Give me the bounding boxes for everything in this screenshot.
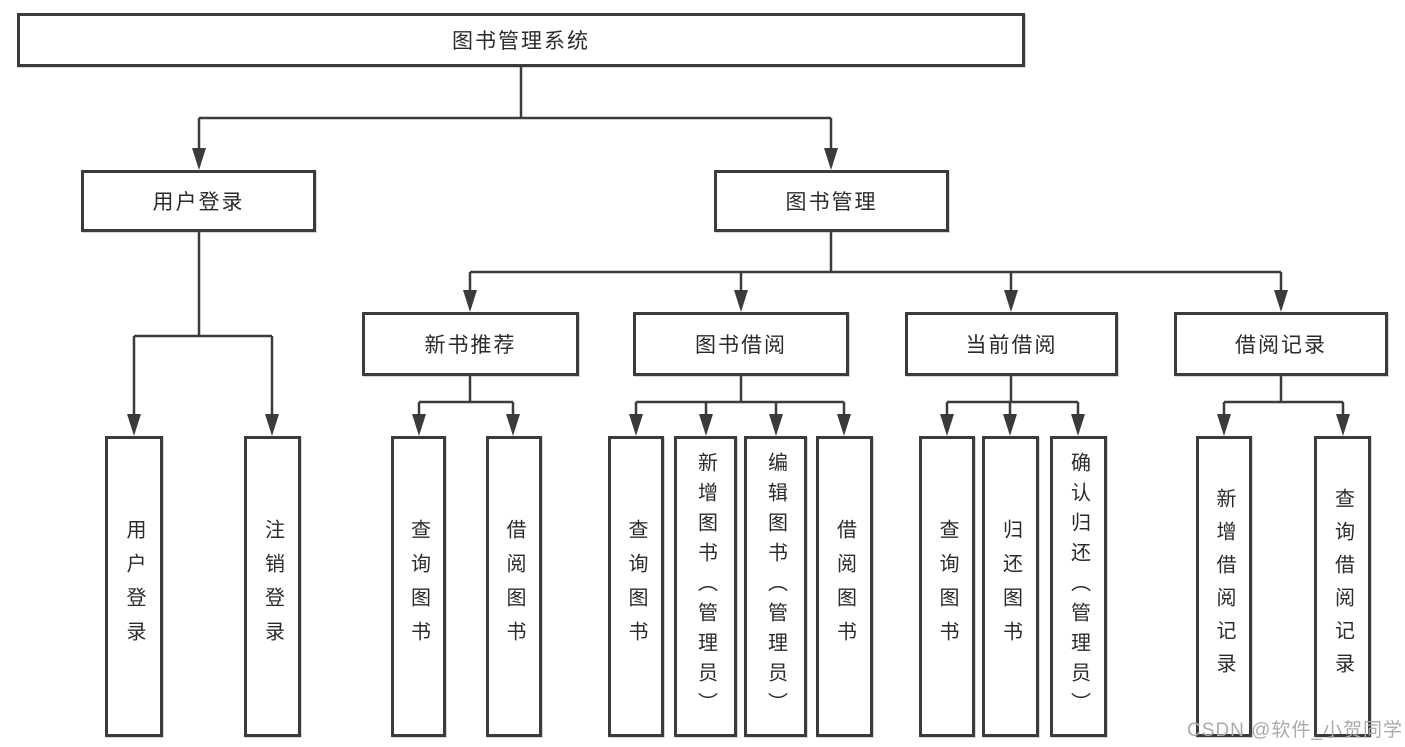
leaf-add-borrow-record: 新增借阅记录 — [1196, 436, 1252, 737]
leaf-query-borrow-record-label: 查询借阅记录 — [1331, 487, 1354, 686]
node-user-login: 用户登录 — [81, 170, 316, 232]
watermark: CSDN @软件_小贺同学 — [1187, 720, 1403, 741]
node-new-book-recommend: 新书推荐 — [362, 312, 579, 376]
node-root-label: 图书管理系统 — [452, 30, 590, 53]
leaf-edit-book-admin: 编辑图书（管理员） — [744, 436, 807, 737]
arrowhead-icons — [127, 148, 1350, 436]
connector-user-login-children — [132, 232, 274, 416]
connector-new-book-children — [417, 376, 515, 416]
leaf-borrow-books-label: 借阅图书 — [833, 518, 856, 655]
leaf-query-books-recommend: 查询图书 — [391, 436, 446, 737]
node-root: 图书管理系统 — [17, 13, 1025, 67]
connector-book-management-children — [468, 232, 1283, 292]
leaf-query-books-recommend-label: 查询图书 — [407, 518, 430, 655]
node-book-management-label: 图书管理 — [785, 191, 878, 214]
connector-root-to-level2 — [197, 67, 833, 150]
leaf-confirm-return-admin-label: 确认归还（管理员） — [1067, 451, 1090, 722]
leaf-add-book-admin: 新增图书（管理员） — [674, 436, 737, 737]
connector-borrow-records-children — [1222, 376, 1345, 416]
leaf-query-books-current: 查询图书 — [919, 436, 975, 737]
leaf-return-book-label: 归还图书 — [999, 518, 1022, 655]
node-current-borrow-label: 当前借阅 — [965, 334, 1058, 357]
node-book-borrow: 图书借阅 — [633, 312, 849, 376]
leaf-edit-book-admin-label: 编辑图书（管理员） — [764, 451, 787, 722]
node-current-borrow: 当前借阅 — [905, 312, 1118, 376]
leaf-user-login-label: 用户登录 — [123, 518, 145, 655]
leaf-borrow-books-recommend-label: 借阅图书 — [503, 518, 525, 655]
leaf-add-book-admin-label: 新增图书（管理员） — [694, 451, 717, 722]
leaf-query-books-borrow-label: 查询图书 — [625, 518, 647, 655]
leaf-query-books-borrow: 查询图书 — [608, 436, 664, 737]
leaf-borrow-books: 借阅图书 — [816, 436, 873, 737]
connector-current-borrow-children — [945, 376, 1080, 416]
node-book-borrow-label: 图书借阅 — [695, 334, 787, 357]
leaf-query-books-current-label: 查询图书 — [936, 518, 958, 655]
node-borrow-records-label: 借阅记录 — [1235, 334, 1327, 357]
node-borrow-records: 借阅记录 — [1174, 312, 1388, 376]
leaf-logout-label: 注销登录 — [261, 518, 284, 655]
node-user-login-label: 用户登录 — [152, 191, 245, 214]
node-new-book-recommend-label: 新书推荐 — [424, 334, 517, 357]
connector-book-borrow-children — [634, 376, 846, 416]
leaf-logout: 注销登录 — [244, 436, 301, 737]
node-book-management: 图书管理 — [714, 170, 949, 232]
leaf-confirm-return-admin: 确认归还（管理员） — [1050, 436, 1107, 737]
leaf-user-login: 用户登录 — [105, 436, 163, 737]
leaf-return-book: 归还图书 — [982, 436, 1039, 737]
leaf-query-borrow-record: 查询借阅记录 — [1314, 436, 1371, 737]
leaf-borrow-books-recommend: 借阅图书 — [486, 436, 542, 737]
leaf-add-borrow-record-label: 新增借阅记录 — [1213, 487, 1235, 686]
